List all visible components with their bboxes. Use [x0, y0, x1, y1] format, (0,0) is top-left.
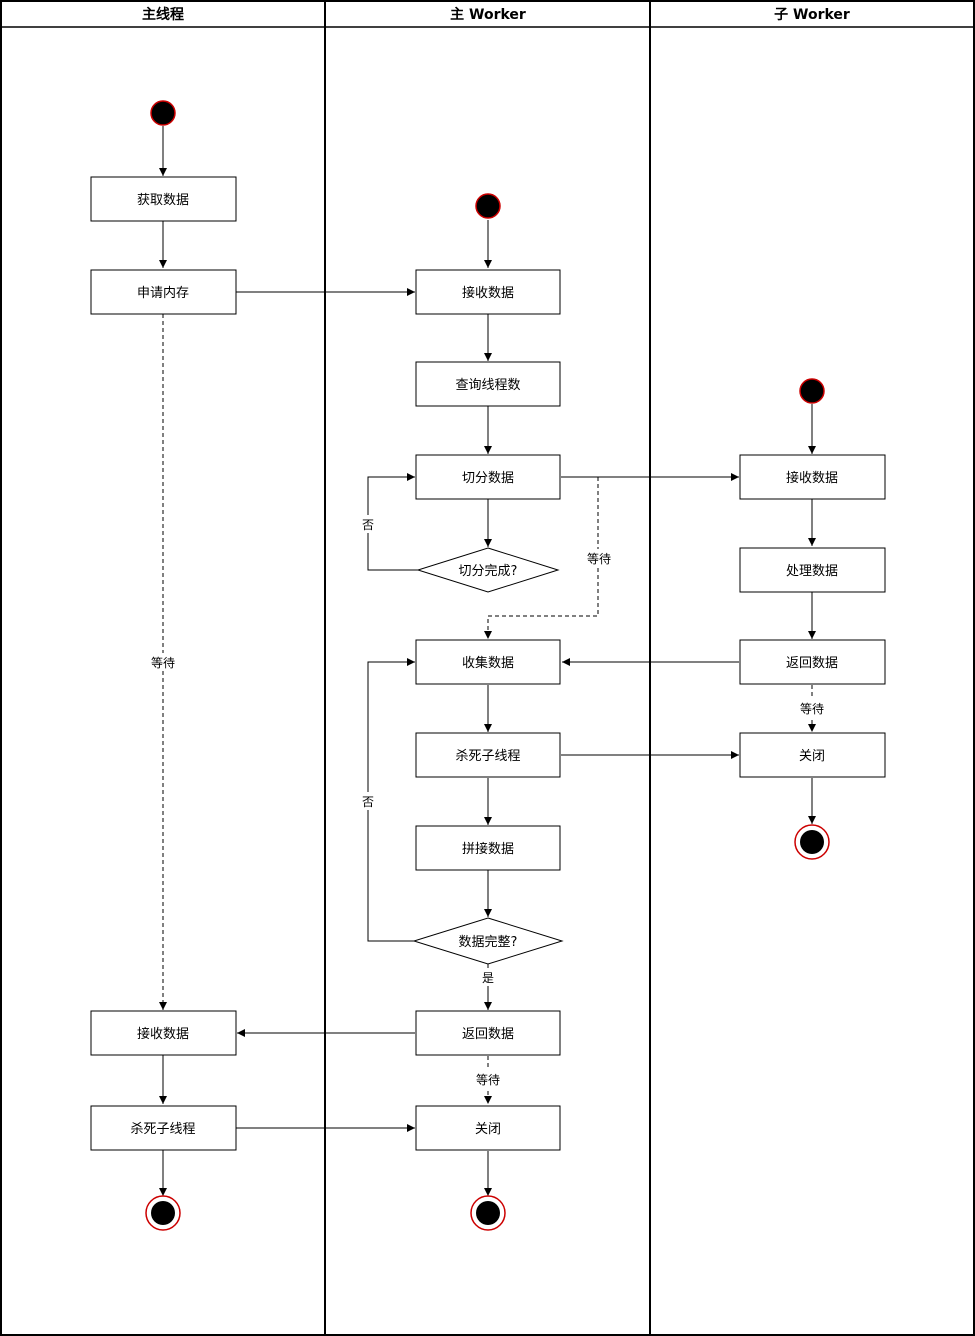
lane-title-sub-worker: 子 Worker	[774, 7, 850, 23]
lane-title-main: 主线程	[142, 6, 184, 23]
lane-main-nodes: 获取数据 申请内存 接收数据 杀死子线程	[90, 100, 237, 1231]
node-worker-return-data-label: 返回数据	[462, 1027, 514, 1042]
node-sub-process-data	[739, 547, 886, 593]
node-worker-join-data	[415, 825, 561, 871]
node-sub-return-data-label: 返回数据	[786, 656, 838, 671]
node-worker-close-label: 关闭	[475, 1122, 501, 1137]
node-sub-close	[739, 732, 886, 778]
main-start-node	[150, 100, 176, 126]
decision-split-done-label: 切分完成?	[459, 564, 518, 579]
node-sub-receive-data-label: 接收数据	[786, 470, 838, 486]
sub-start-node	[799, 378, 825, 404]
main-end-node	[145, 1195, 181, 1231]
lane-title-main-worker: 主 Worker	[450, 6, 526, 23]
lane-worker-nodes: 接收数据 查询线程数 切分数据 切分完成? 收集数据 杀死子线程 拼接数据 数据…	[412, 193, 564, 1231]
worker-end-node	[470, 1195, 506, 1231]
sub-end-node	[794, 824, 830, 860]
worker-start-node	[475, 193, 501, 219]
label-worker-return-wait: 等待	[476, 1073, 500, 1087]
edges	[159, 126, 816, 1196]
node-main-kill-threads-label: 杀死子线程	[130, 1122, 195, 1137]
node-main-alloc-memory-label: 申请内存	[137, 285, 189, 301]
decision-data-complete-label: 数据完整?	[459, 935, 518, 950]
edge-split-wait-collect	[484, 477, 599, 639]
label-main-wait: 等待	[151, 656, 175, 670]
node-worker-kill-threads-label: 杀死子线程	[455, 749, 520, 764]
label-complete-yes: 是	[482, 971, 494, 985]
node-worker-receive-data-label: 接收数据	[462, 285, 514, 301]
node-worker-kill-threads	[415, 732, 561, 778]
lane-sub-nodes: 接收数据 处理数据 返回数据 关闭	[739, 378, 886, 860]
node-main-get-data	[90, 176, 237, 222]
node-sub-close-label: 关闭	[799, 749, 825, 764]
node-main-receive-data-label: 接收数据	[137, 1026, 189, 1042]
node-worker-query-threads	[415, 361, 561, 407]
node-sub-process-data-label: 处理数据	[786, 564, 838, 579]
label-split-no: 否	[362, 518, 374, 532]
node-sub-return-data	[739, 639, 886, 685]
node-worker-close	[415, 1105, 561, 1151]
node-main-receive-data	[90, 1010, 237, 1056]
label-split-wait: 等待	[587, 552, 611, 566]
decision-split-done	[416, 547, 560, 593]
node-worker-split-data-label: 切分数据	[462, 471, 514, 486]
node-worker-split-data	[415, 454, 561, 500]
node-worker-collect-data-label: 收集数据	[462, 655, 514, 671]
node-worker-receive-data	[415, 269, 561, 315]
node-sub-receive-data	[739, 454, 886, 500]
node-worker-join-data-label: 拼接数据	[462, 841, 514, 857]
node-worker-collect-data	[415, 639, 561, 685]
node-main-alloc-memory	[90, 269, 237, 315]
label-sub-return-wait: 等待	[800, 702, 824, 716]
node-worker-return-data	[415, 1010, 561, 1056]
edge-labels: 等待 等待 否 否 是 等待 等待	[148, 515, 827, 1088]
node-main-get-data-label: 获取数据	[137, 193, 189, 208]
decision-data-complete	[412, 917, 564, 965]
node-worker-query-threads-label: 查询线程数	[455, 378, 520, 393]
node-main-kill-threads	[90, 1105, 237, 1151]
label-complete-no: 否	[362, 795, 374, 809]
